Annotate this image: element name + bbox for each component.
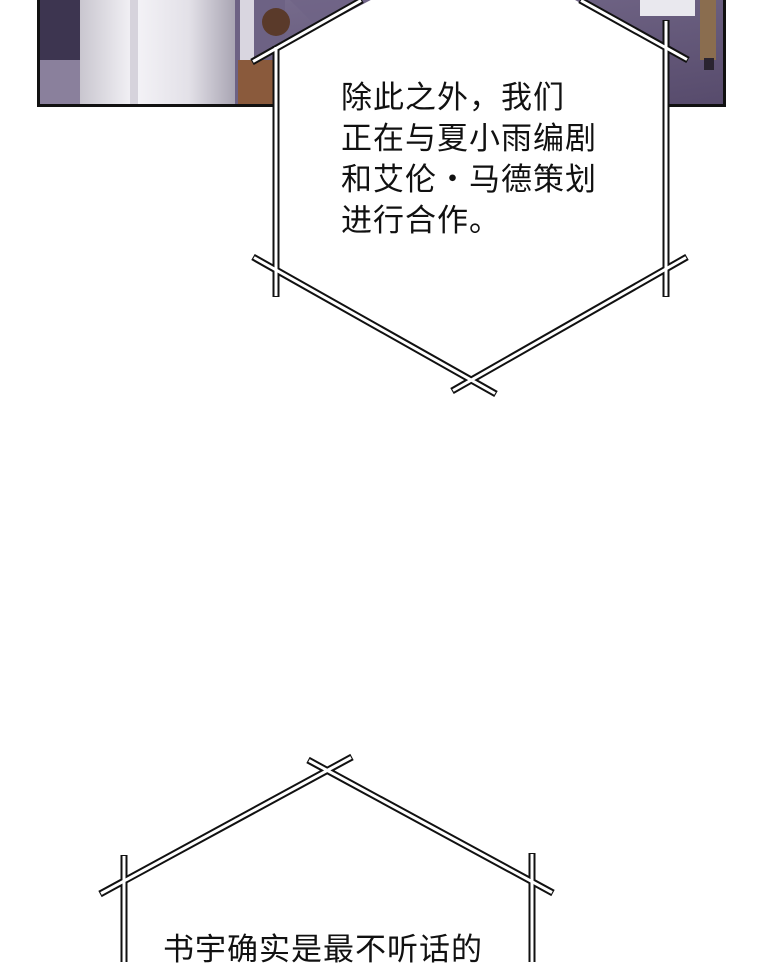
speech-bubble-bottom-text: 书宇确实是最不听话的 — [163, 930, 483, 971]
speech-line: 除此之外，我们 — [341, 80, 565, 116]
speech-line: 和艾伦・马德策划 — [341, 162, 597, 198]
speech-line: 正在与夏小雨编剧 — [341, 121, 597, 157]
speech-line: 进行合作。 — [341, 203, 501, 239]
speech-line: 书宇确实是最不听话的 — [163, 932, 483, 968]
speech-bubble-top-text: 除此之外，我们 正在与夏小雨编剧 和艾伦・马德策划 进行合作。 — [341, 78, 597, 242]
